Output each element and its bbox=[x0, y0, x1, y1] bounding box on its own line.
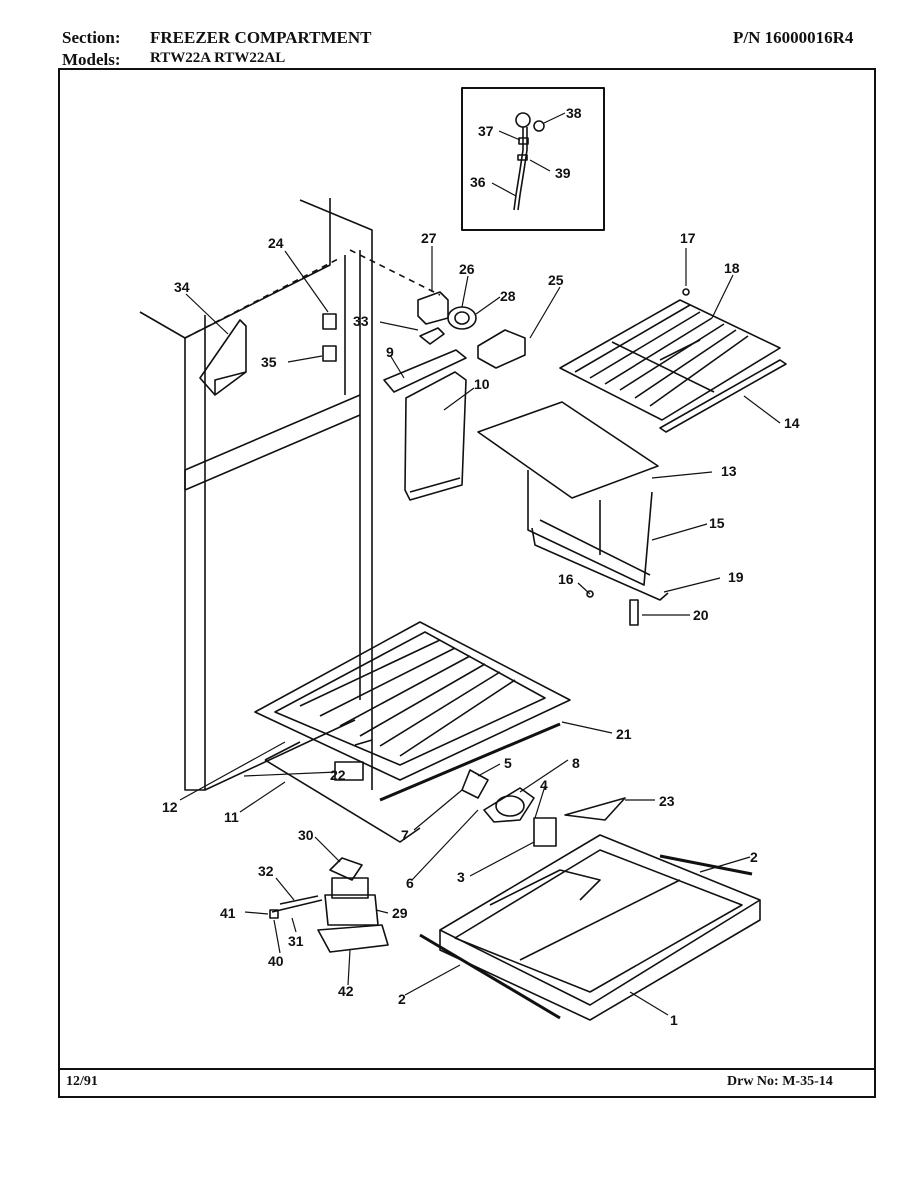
callout-34: 34 bbox=[174, 279, 190, 295]
section-title: FREEZER COMPARTMENT bbox=[150, 28, 372, 47]
inset-box bbox=[461, 87, 605, 231]
upper-wall-clip bbox=[322, 313, 337, 330]
freezer-shelf-frame bbox=[477, 401, 669, 626]
cabinet-outline bbox=[139, 198, 441, 791]
fan-motor-assembly bbox=[461, 769, 626, 847]
callout-33: 33 bbox=[353, 313, 369, 329]
callout-41: 41 bbox=[220, 905, 236, 921]
callout-42: 42 bbox=[338, 983, 354, 999]
callout-19: 19 bbox=[728, 569, 744, 585]
callout-29: 29 bbox=[392, 905, 408, 921]
drawing-frame bbox=[58, 68, 876, 1098]
callout-20: 20 bbox=[693, 607, 709, 623]
callout-31: 31 bbox=[288, 933, 304, 949]
callout-32: 32 bbox=[258, 863, 274, 879]
callout-38: 38 bbox=[566, 105, 582, 121]
models-label: Models: bbox=[62, 50, 121, 69]
part-number: P/N 16000016R4 bbox=[733, 28, 854, 47]
callout-3: 3 bbox=[457, 869, 465, 885]
ice-bin-assembly bbox=[269, 857, 389, 953]
callout-15: 15 bbox=[709, 515, 725, 531]
callout-37: 37 bbox=[478, 123, 494, 139]
callout-21: 21 bbox=[616, 726, 632, 742]
callout-25: 25 bbox=[548, 272, 564, 288]
callout-8: 8 bbox=[572, 755, 580, 771]
callout-12: 12 bbox=[162, 799, 178, 815]
callout-36: 36 bbox=[470, 174, 486, 190]
callout-14: 14 bbox=[784, 415, 800, 431]
callout-4: 4 bbox=[540, 777, 548, 793]
callout-27: 27 bbox=[421, 230, 437, 246]
ribbed-shelf bbox=[254, 621, 571, 843]
crisper-cover bbox=[419, 834, 761, 1021]
lower-wall-clip bbox=[322, 345, 337, 362]
callout-10: 10 bbox=[474, 376, 490, 392]
callout-2-right: 2 bbox=[750, 849, 758, 865]
callout-7: 7 bbox=[401, 827, 409, 843]
wire-shelf bbox=[559, 288, 787, 433]
callout-23: 23 bbox=[659, 793, 675, 809]
section-label: Section: bbox=[62, 28, 121, 47]
models-list: RTW22A RTW22AL bbox=[150, 50, 286, 66]
footer-divider bbox=[58, 1068, 876, 1070]
callout-1: 1 bbox=[670, 1012, 678, 1028]
drawing-date: 12/91 bbox=[66, 1074, 98, 1089]
callout-24: 24 bbox=[268, 235, 284, 251]
callout-17: 17 bbox=[680, 230, 696, 246]
callout-28: 28 bbox=[500, 288, 516, 304]
drawing-number: Drw No: M-35-14 bbox=[727, 1074, 833, 1089]
air-duct bbox=[383, 349, 467, 501]
callout-39: 39 bbox=[555, 165, 571, 181]
leader-lines bbox=[179, 112, 781, 1016]
callout-18: 18 bbox=[724, 260, 740, 276]
callout-2-left: 2 bbox=[398, 991, 406, 1007]
fill-tube-assembly bbox=[513, 112, 545, 211]
callout-22: 22 bbox=[330, 767, 346, 783]
callout-11: 11 bbox=[224, 809, 239, 825]
callout-5: 5 bbox=[504, 755, 512, 771]
callout-13: 13 bbox=[721, 463, 737, 479]
left-duct-bracket bbox=[199, 319, 247, 396]
callout-9: 9 bbox=[386, 344, 394, 360]
callout-16: 16 bbox=[558, 571, 574, 587]
callout-30: 30 bbox=[298, 827, 314, 843]
callout-35: 35 bbox=[261, 354, 277, 370]
callout-26: 26 bbox=[459, 261, 475, 277]
callout-40: 40 bbox=[268, 953, 284, 969]
callout-6: 6 bbox=[406, 875, 414, 891]
callout-labels: 38 37 39 36 27 17 24 26 18 25 34 28 33 9… bbox=[162, 105, 800, 1028]
